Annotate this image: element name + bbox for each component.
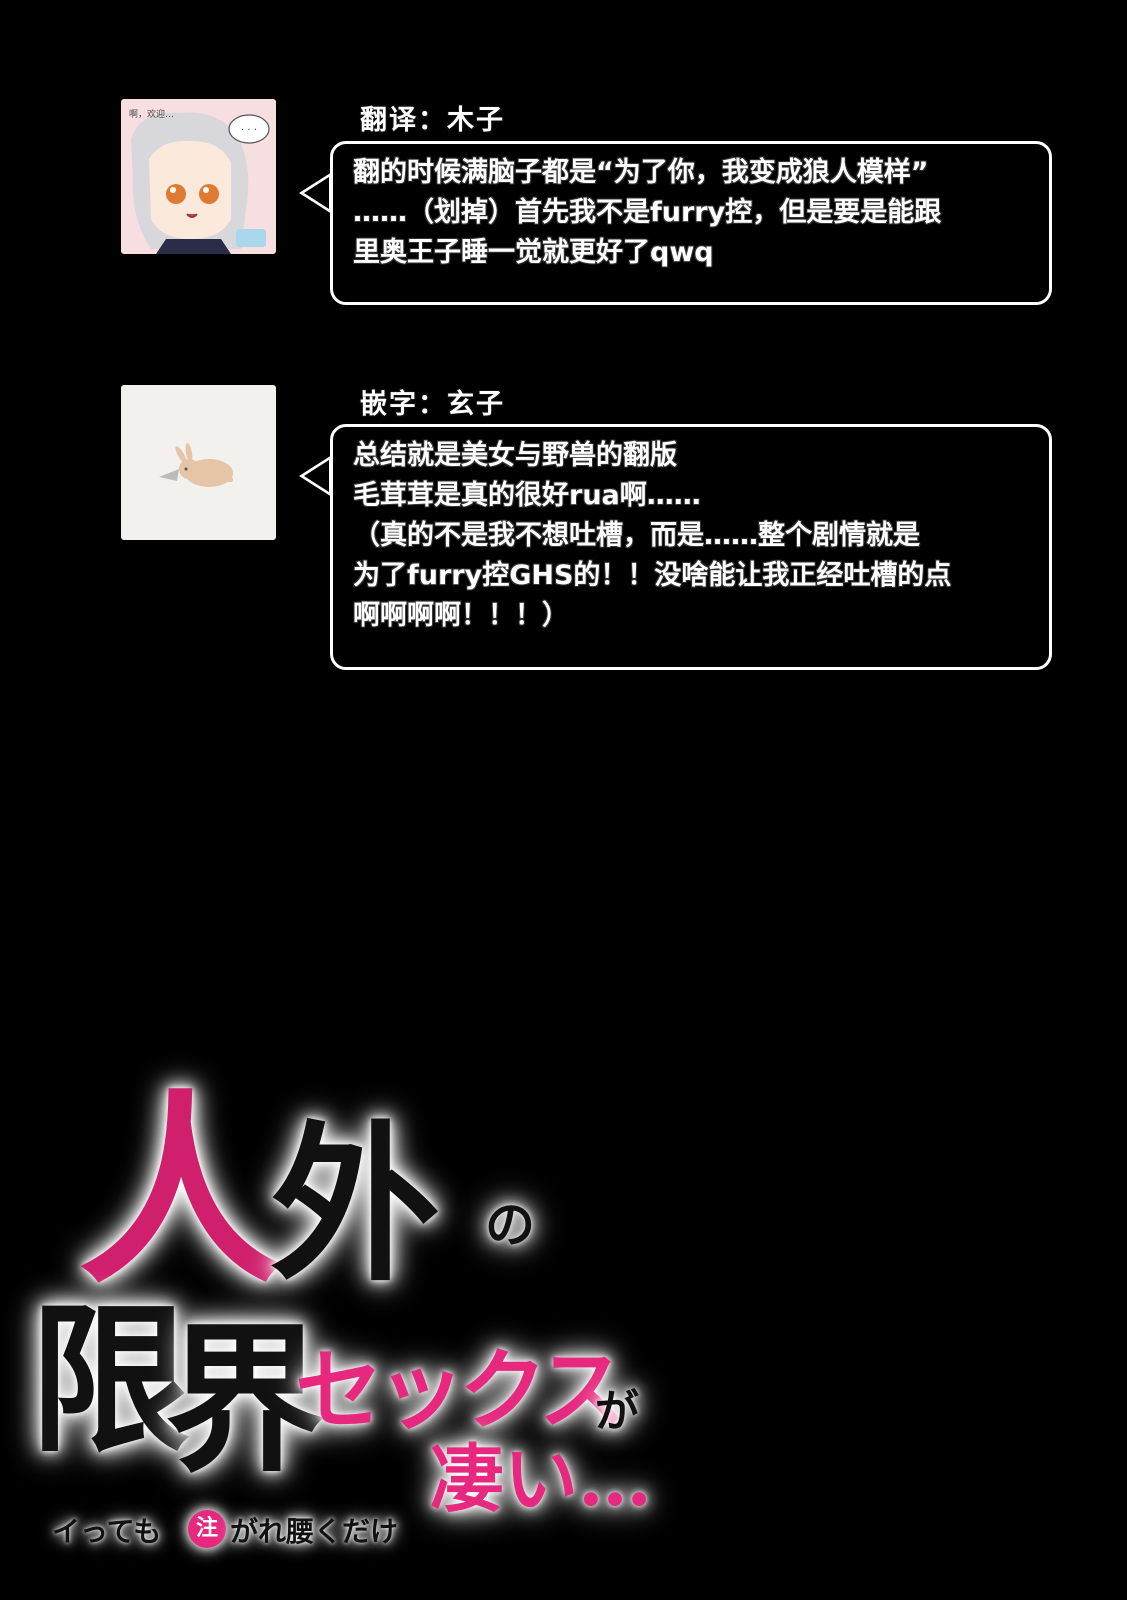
logo-char: 限 [30, 1286, 191, 1474]
translator-note-bubble: 翻的时候满脑子都是“为了你，我变成狼人模样” ……（划掉）首先我不是furry控… [299, 141, 1052, 305]
translator-avatar: · · · 啊，欢迎… [121, 99, 276, 254]
note-line: ……（划掉）首先我不是furry控，但是要是能跟 [353, 197, 942, 228]
avatar-caption: 啊，欢迎… [129, 108, 174, 120]
note-line: 里奥王子睡一觉就更好了qwq [353, 237, 714, 268]
logo-char: が [595, 1386, 639, 1437]
logo-char: 界 [165, 1306, 326, 1494]
logo-subtitle: がれ腰くだけ [230, 1515, 399, 1548]
bubble-tail [299, 172, 332, 214]
note-line: 翻的时候满脑子都是“为了你，我变成狼人模样” [353, 157, 929, 188]
note-line: （真的不是我不想吐槽，而是……整个剧情就是 [353, 520, 920, 551]
typesetter-avatar [121, 385, 276, 540]
note-line: 为了furry控GHS的！！没啥能让我正经吐槽的点 [353, 560, 952, 591]
logo-char: 人 [78, 1072, 283, 1312]
title-logo: 人 外 の 限 界 セックス が 凄い… イっても 注 がれ腰くだけ [30, 1090, 670, 1560]
note-line: 总结就是美女与野兽的翻版 [353, 440, 677, 471]
typesetter-credit: 嵌字：玄子 [360, 389, 505, 420]
logo-circle-char: 注 [188, 1510, 226, 1548]
logo-char: 外 [270, 1105, 441, 1305]
note-line: 啊啊啊啊！！！） [353, 600, 569, 631]
logo-subtitle: イっても [52, 1515, 162, 1548]
translator-credit: 翻译：木子 [360, 105, 505, 136]
note-line: 毛茸茸是真的很好rua啊…… [353, 480, 701, 511]
logo-pink-text: 凄い… [430, 1437, 652, 1523]
bubble-tail [299, 455, 332, 497]
typesetter-note-bubble: 总结就是美女与野兽的翻版 毛茸茸是真的很好rua啊…… （真的不是我不想吐槽，而… [299, 424, 1052, 670]
avatar-speech: · · · [241, 125, 257, 136]
logo-pink-text: セックス [295, 1338, 626, 1442]
logo-char: の [485, 1195, 535, 1254]
